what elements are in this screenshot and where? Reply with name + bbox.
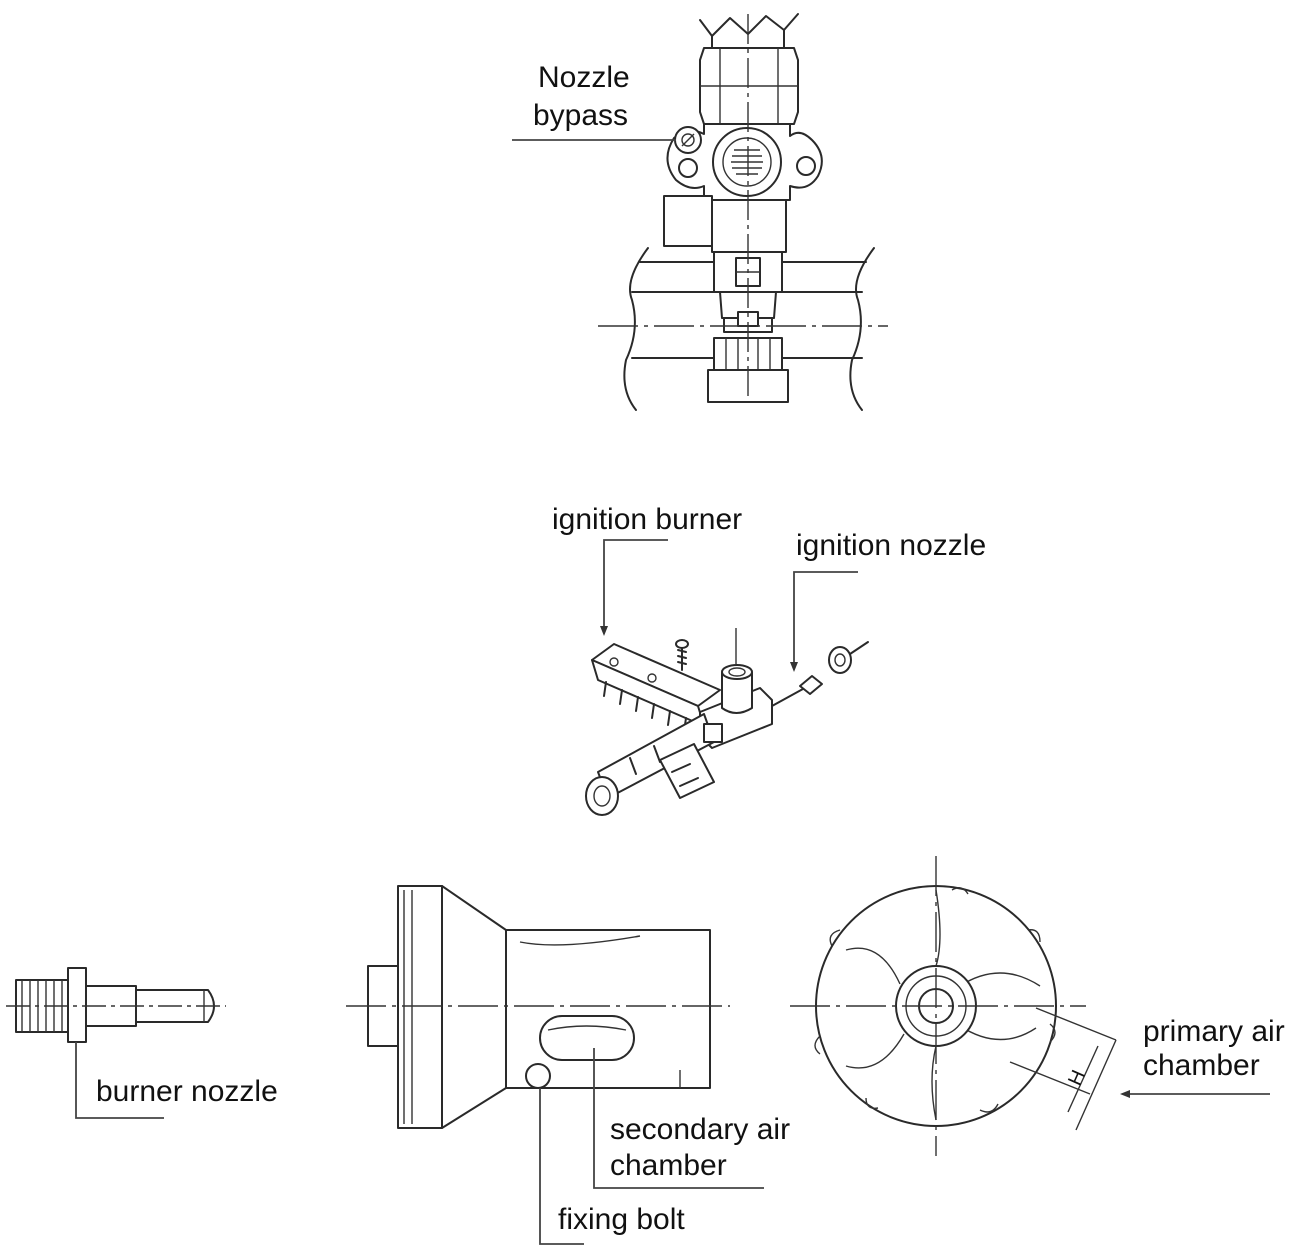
label-burner-nozzle: burner nozzle xyxy=(96,1075,278,1108)
ignition-burner-assembly xyxy=(585,539,869,816)
label-fixing-bolt: fixing bolt xyxy=(558,1203,685,1236)
label-ignition-burner: ignition burner xyxy=(552,503,743,536)
burner-nozzle-part xyxy=(6,967,226,1119)
label-nozzle-bypass-1: Nozzle xyxy=(538,61,630,94)
burner-body-side-view xyxy=(346,885,764,1245)
label-ignition-nozzle: ignition nozzle xyxy=(796,529,987,562)
label-secondary-air-2: chamber xyxy=(610,1149,727,1182)
label-primary-air-1: primary air xyxy=(1143,1015,1285,1048)
nozzle-assembly-top-view xyxy=(512,13,888,411)
label-nozzle-bypass-2: bypass xyxy=(533,99,629,132)
label-primary-air-2: chamber xyxy=(1143,1049,1260,1082)
burner-front-view xyxy=(790,856,1270,1156)
label-secondary-air-1: secondary air xyxy=(610,1113,791,1146)
